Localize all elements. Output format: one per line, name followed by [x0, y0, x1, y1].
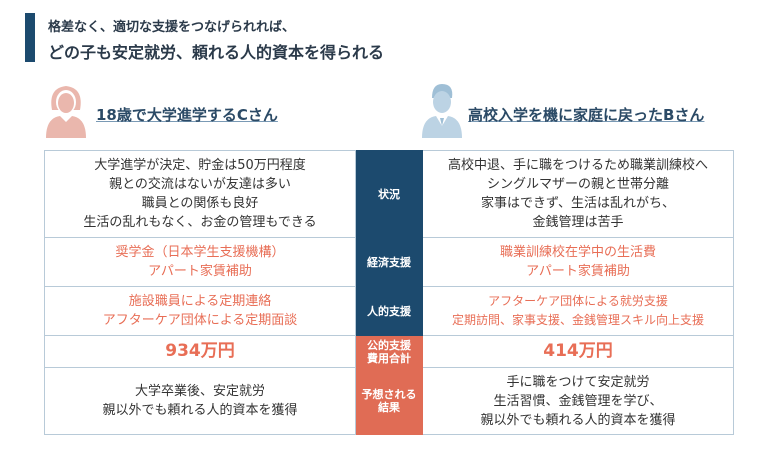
text-line: シングルマザーの親と世帯分離	[486, 177, 669, 192]
text-line: 大学進学が決定、貯金は50万円程度	[94, 158, 306, 173]
table-row-cost: 934万円 公的支援 費用合計 414万円	[44, 335, 734, 368]
right-human: アフターケア団体による就労支援 定期訪問、家事支援、金銭管理スキル向上支援	[422, 286, 734, 336]
left-human: 施設職員による定期連絡 アフターケア団体による定期面談	[44, 286, 356, 336]
left-economic: 奨学金（日本学生支援機構） アパート家賃補助	[44, 237, 356, 287]
text-line: 費用合計	[367, 351, 411, 365]
text-line: 親以外でも頼れる人的資本を獲得	[480, 412, 676, 428]
text-line: アフターケア団体による就労支援	[488, 294, 668, 308]
right-person-title: 高校入学を機に家庭に戻ったBさん	[468, 106, 705, 124]
text-line: 金銭管理は苦手	[532, 215, 624, 230]
text-line: 結果	[378, 401, 400, 414]
text-line: 生活習慣、金銭管理を学び、	[493, 393, 663, 409]
text-line: 親との交流はないが友達は多い	[109, 177, 291, 192]
row-label-situation: 状況	[355, 150, 423, 238]
row-label-economic: 経済支援	[355, 237, 423, 287]
text-line: アフターケア団体による定期面談	[102, 313, 298, 328]
row-label-cost: 公的支援 費用合計	[355, 335, 423, 368]
text-line: 職員との関係も良好	[141, 196, 259, 211]
left-result: 大学卒業後、安定就労 親以外でも頼れる人的資本を獲得	[44, 367, 356, 435]
left-cost: 934万円	[44, 335, 356, 368]
text-line: 奨学金（日本学生支援機構）	[115, 245, 285, 260]
right-economic: 職業訓練校在学中の生活費 アパート家賃補助	[422, 237, 734, 287]
text-line: 親以外でも頼れる人的資本を獲得	[102, 403, 298, 418]
text-line: 手に職をつけて安定就労	[506, 374, 650, 390]
right-result: 手に職をつけて安定就労 生活習慣、金銭管理を学び、 親以外でも頼れる人的資本を獲…	[422, 367, 734, 435]
title-accent-bar	[25, 13, 35, 62]
man-avatar-icon	[422, 84, 462, 138]
header-line-1: 格差なく、適切な支援をつなげられれば、	[48, 20, 296, 35]
text-line: アパート家賃補助	[148, 264, 252, 279]
text-line: 生活の乱れもなく、お金の管理もできる	[83, 215, 317, 230]
header-line-2: どの子も安定就労、頼れる人的資本を得られる	[48, 43, 385, 62]
right-situation: 高校中退、手に職をつけるため職業訓練校へ シングルマザーの親と世帯分離 家事はで…	[422, 150, 734, 238]
text-line: 大学卒業後、安定就労	[134, 384, 265, 399]
table-row-situation: 大学進学が決定、貯金は50万円程度 親との交流はないが友達は多い 職員との関係も…	[44, 150, 734, 238]
comparison-table: 大学進学が決定、貯金は50万円程度 親との交流はないが友達は多い 職員との関係も…	[44, 150, 734, 435]
woman-avatar-icon	[46, 86, 86, 138]
table-row-human-support: 施設職員による定期連絡 アフターケア団体による定期面談 人的支援 アフターケア団…	[44, 286, 734, 336]
text-line: 職業訓練校在学中の生活費	[499, 245, 656, 260]
row-label-human: 人的支援	[355, 286, 423, 336]
right-cost: 414万円	[422, 335, 734, 368]
text-line: 定期訪問、家事支援、金銭管理スキル向上支援	[451, 313, 704, 327]
table-row-economic-support: 奨学金（日本学生支援機構） アパート家賃補助 経済支援 職業訓練校在学中の生活費…	[44, 237, 734, 287]
text-line: 高校中退、手に職をつけるため職業訓練校へ	[447, 158, 708, 173]
text-line: 公的支援	[367, 338, 411, 352]
text-line: 施設職員による定期連絡	[128, 294, 272, 309]
text-line: アパート家賃補助	[526, 264, 630, 279]
left-person-title: 18歳で大学進学するCさん	[96, 106, 278, 124]
text-line: 予想される	[361, 388, 417, 401]
text-line: 家事はできず、生活は乱れがち、	[480, 196, 676, 211]
table-row-result: 大学卒業後、安定就労 親以外でも頼れる人的資本を獲得 予想される 結果 手に職を…	[44, 367, 734, 435]
row-label-result: 予想される 結果	[355, 367, 423, 435]
left-situation: 大学進学が決定、貯金は50万円程度 親との交流はないが友達は多い 職員との関係も…	[44, 150, 356, 238]
